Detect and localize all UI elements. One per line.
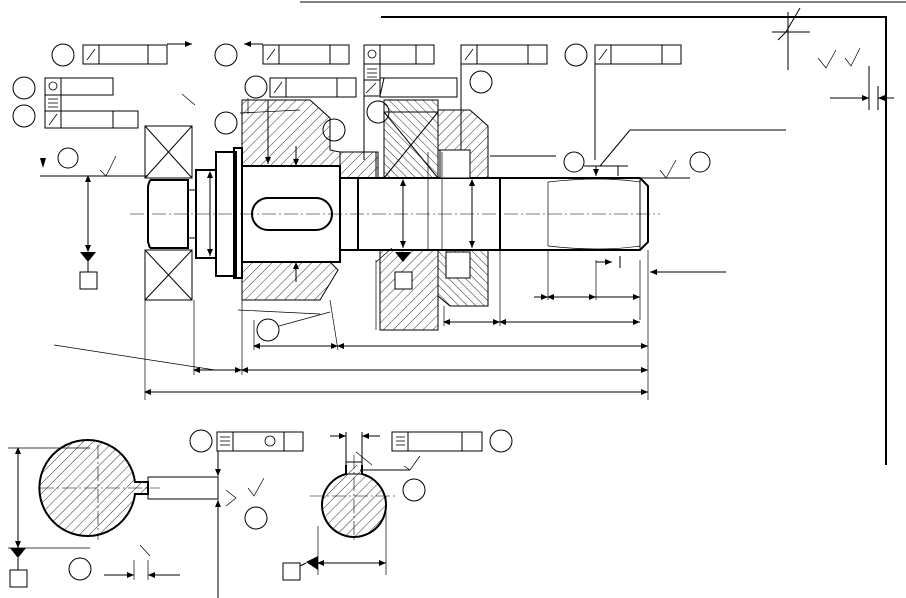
cross-section-left xyxy=(8,439,268,598)
roughness-left xyxy=(40,147,148,177)
tolerance-frame-section-right xyxy=(391,429,513,453)
callout-balloon-6 xyxy=(244,75,268,99)
extension-lines xyxy=(144,152,649,400)
length-dimensions xyxy=(53,256,726,395)
tolerance-frame-3 xyxy=(363,44,435,160)
cross-section-right xyxy=(282,432,426,581)
housing-section-top xyxy=(241,99,489,179)
callout-balloon-5 xyxy=(564,43,588,67)
left-bearing-top xyxy=(144,125,193,179)
datum-feature-B xyxy=(394,179,413,290)
callout-balloon-2 xyxy=(214,43,238,67)
tolerance-frame-6 xyxy=(244,70,493,99)
tolerance-frame-1 xyxy=(51,41,192,67)
right-bearing-top xyxy=(383,111,439,179)
housing-section-bottom xyxy=(241,249,489,331)
tolerance-frame-2 xyxy=(214,41,350,67)
datum-feature-A xyxy=(79,175,98,290)
drawing-frame xyxy=(300,1,906,465)
general-roughness-symbol xyxy=(772,7,894,110)
tolerance-frame-section-left xyxy=(189,429,304,453)
diameter-dimension-arrows xyxy=(207,100,619,282)
left-bearing-bottom xyxy=(144,249,193,301)
leader-balloon-lower xyxy=(237,247,393,342)
tolerance-frame-5 xyxy=(564,43,682,160)
callout-balloon-1 xyxy=(51,43,75,67)
tolerance-frame-left-stack xyxy=(12,76,139,129)
roughness-right xyxy=(490,129,786,179)
